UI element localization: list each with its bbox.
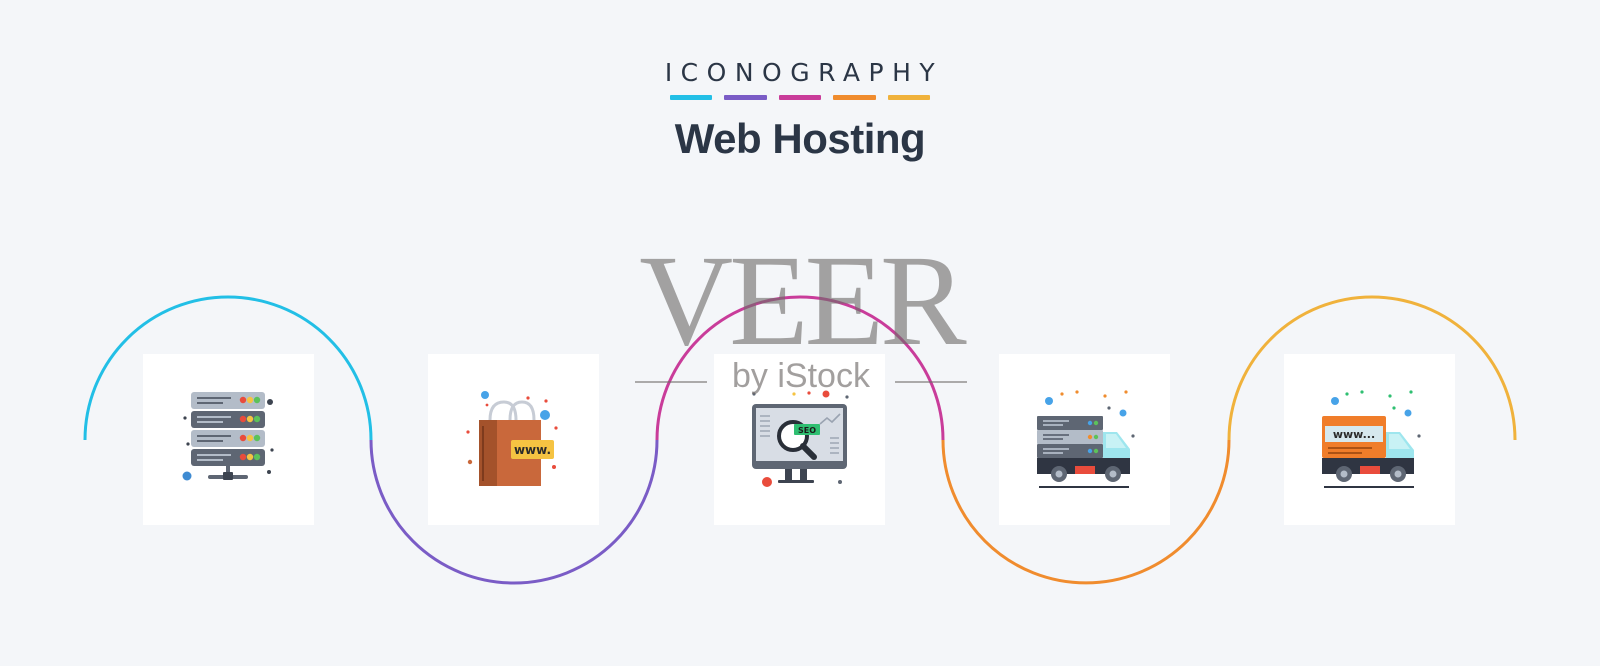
curve-arc-1	[83, 295, 373, 441]
www-delivery-truck-icon: www...	[1322, 390, 1421, 488]
icon-card-4[interactable]	[999, 354, 1170, 525]
seo-monitor-icon: SEO	[752, 390, 849, 487]
truck-label: www...	[1333, 428, 1375, 441]
curve-arc-4	[941, 439, 1231, 585]
shopping-bag-www-icon: www.	[466, 391, 558, 486]
color-bar-3	[778, 95, 822, 100]
server-delivery-truck-icon	[1037, 390, 1135, 488]
color-bar-strip	[670, 95, 931, 100]
icon-card-1[interactable]	[143, 354, 314, 525]
page-title: Web Hosting	[674, 115, 926, 162]
curve-arc-2	[369, 439, 659, 585]
icon-card-3[interactable]: SEO	[714, 354, 885, 525]
color-bar-5	[887, 95, 931, 100]
curve-arc-5	[1227, 295, 1517, 441]
bag-label: www.	[514, 443, 551, 457]
curve-arc-3	[655, 295, 945, 441]
color-bar-2	[724, 95, 767, 100]
seo-label: SEO	[798, 426, 816, 435]
kicker-heading: ICONOGRAPHY	[664, 58, 944, 87]
icon-card-2[interactable]: www.	[428, 354, 599, 525]
color-bar-4	[833, 95, 876, 100]
color-bar-1	[670, 95, 713, 100]
server-network-icon	[182, 392, 274, 481]
icon-card-5[interactable]: www...	[1284, 354, 1455, 525]
